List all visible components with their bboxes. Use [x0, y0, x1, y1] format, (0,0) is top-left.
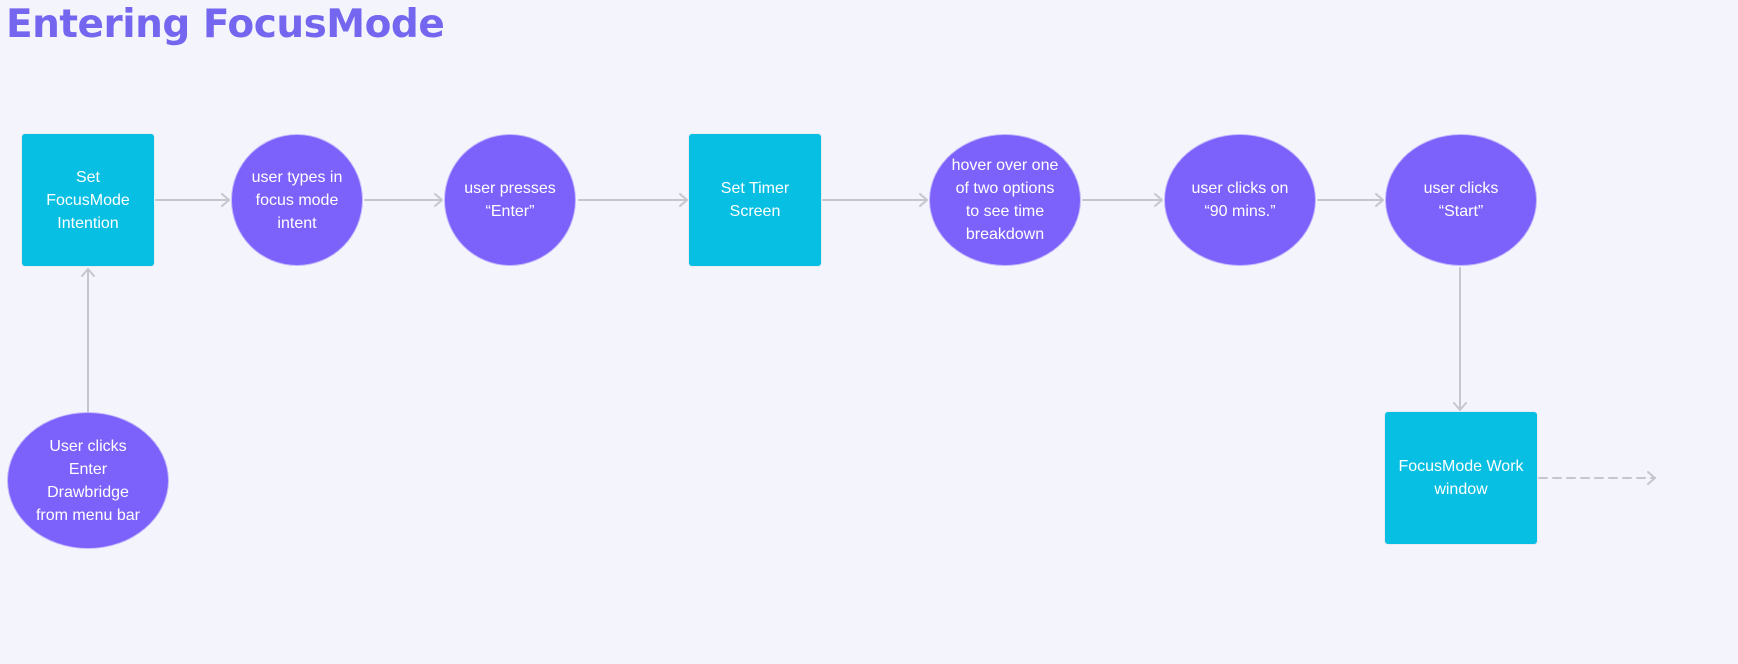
node-user-clicks-enter-drawbridge: User clicks Enter Drawbridge from menu b… — [7, 412, 169, 549]
node-label: hover over one of two options to see tim… — [951, 157, 1059, 243]
node-user-types-intent: user types in focus mode intent — [231, 134, 363, 266]
node-label: FocusMode Work window — [1398, 458, 1524, 498]
edge-click-90-to-click-start — [1317, 193, 1384, 207]
node-label: user presses “Enter” — [464, 180, 556, 220]
edge-press-enter-to-set-timer — [578, 193, 688, 207]
node-label: user clicks on “90 mins.” — [1191, 180, 1289, 220]
edge-hover-options-to-click-90 — [1082, 193, 1163, 207]
node-set-timer-screen: Set Timer Screen — [689, 134, 821, 266]
edge-click-start-to-work-window — [1453, 267, 1467, 411]
node-label: Set FocusMode Intention — [46, 168, 130, 232]
node-set-focusmode-intention: Set FocusMode Intention — [22, 134, 154, 266]
node-user-clicks-start: user clicks “Start” — [1385, 134, 1537, 266]
node-label: user clicks “Start” — [1423, 180, 1499, 220]
edge-work-window-exit-dashed — [1538, 471, 1656, 485]
node-label: user types in focus mode intent — [251, 168, 343, 232]
node-user-presses-enter: user presses “Enter” — [444, 134, 576, 266]
node-user-clicks-90-mins: user clicks on “90 mins.” — [1164, 134, 1316, 266]
page-title: Entering FocusMode — [6, 2, 445, 47]
edge-start-to-set-intention — [81, 268, 95, 413]
edge-type-intent-to-press-enter — [364, 193, 443, 207]
edge-set-intention-to-type-intent — [155, 193, 230, 207]
node-focusmode-work-window: FocusMode Work window — [1385, 412, 1537, 544]
edge-set-timer-to-hover-options — [822, 193, 928, 207]
node-hover-options: hover over one of two options to see tim… — [929, 134, 1081, 266]
node-label: Set Timer Screen — [720, 180, 790, 220]
node-label: User clicks Enter Drawbridge from menu b… — [35, 437, 141, 524]
